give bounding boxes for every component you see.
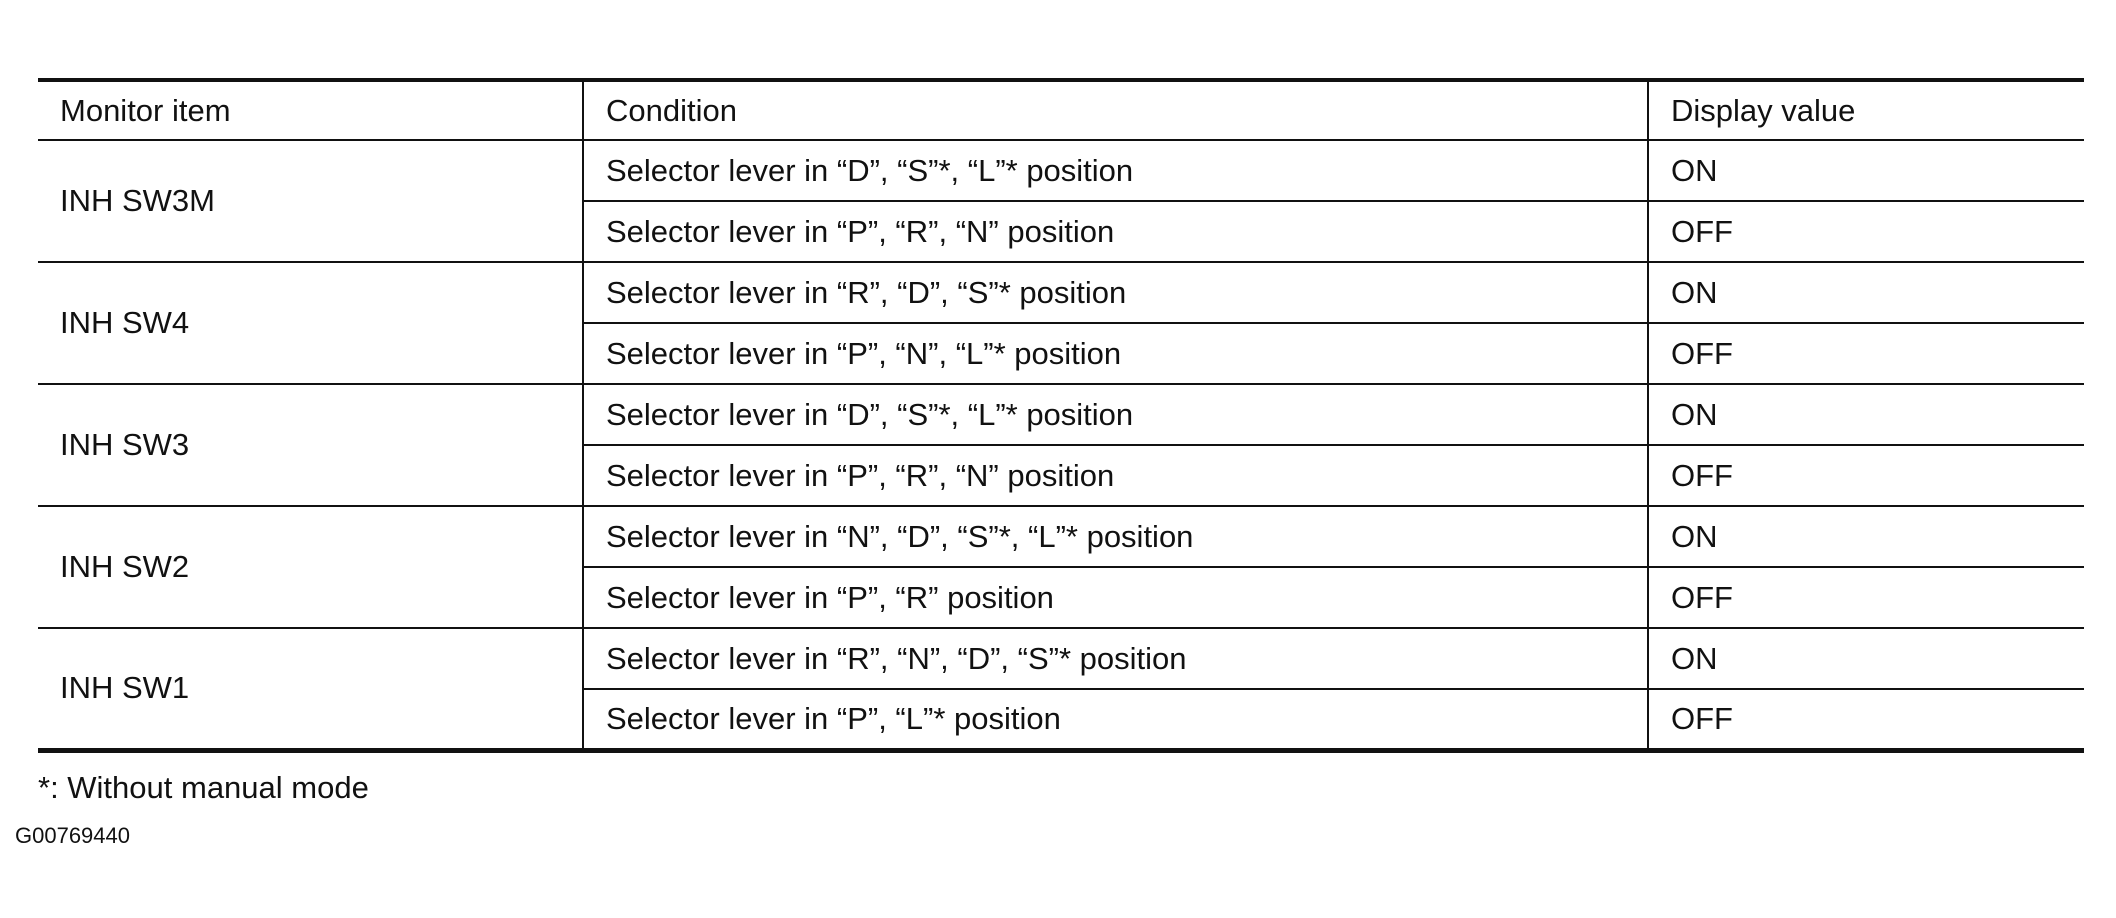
figure-id: G00769440 bbox=[15, 823, 130, 848]
display-value-cell: ON bbox=[1647, 140, 2084, 202]
display-value-cell: OFF bbox=[1647, 323, 2084, 385]
table-row: Selector lever in “P”, “R”, “N” position… bbox=[38, 201, 2084, 263]
condition-cell: Selector lever in “P”, “R”, “N” position bbox=[582, 445, 1648, 507]
monitor-item-cell: INH SW3 bbox=[38, 384, 583, 507]
display-value-cell: ON bbox=[1647, 506, 2084, 568]
table-row: INH SW3M Selector lever in “D”, “S”*, “L… bbox=[38, 140, 2084, 263]
monitor-item-cell: INH SW4 bbox=[38, 262, 583, 385]
condition-cell: Selector lever in “P”, “N”, “L”* positio… bbox=[582, 323, 1648, 385]
table-row: INH SW1 Selector lever in “R”, “N”, “D”,… bbox=[38, 628, 2084, 705]
table-row: Selector lever in “P”, “R” position OFF bbox=[38, 567, 2084, 629]
monitor-item-cell: INH SW1 bbox=[60, 670, 190, 706]
table-header-row: Monitor item Condition Display value bbox=[38, 80, 2084, 141]
table-row: INH SW4 Selector lever in “R”, “D”, “S”*… bbox=[38, 262, 2084, 385]
table-row: INH SW3 Selector lever in “D”, “S”*, “L”… bbox=[38, 384, 2084, 507]
condition-cell: Selector lever in “N”, “D”, “S”*, “L”* p… bbox=[582, 506, 1648, 568]
condition-cell: Selector lever in “P”, “R”, “N” position bbox=[582, 201, 1648, 263]
header-condition: Condition bbox=[582, 80, 1648, 141]
table-row: INH SW2 Selector lever in “N”, “D”, “S”*… bbox=[38, 506, 2084, 629]
table-row: Selector lever in “P”, “R”, “N” position… bbox=[38, 445, 2084, 507]
monitor-table: Monitor item Condition Display value INH… bbox=[38, 78, 2084, 753]
display-value-cell: OFF bbox=[1647, 567, 2084, 629]
display-value-cell: OFF bbox=[1647, 445, 2084, 507]
footnote: *: Without manual mode bbox=[38, 770, 369, 805]
header-display-value: Display value bbox=[1647, 80, 2084, 141]
monitor-table-container: Monitor item Condition Display value INH… bbox=[38, 78, 2084, 753]
monitor-item-cell: INH SW3M bbox=[38, 140, 583, 263]
display-value-cell: OFF bbox=[1647, 201, 2084, 263]
condition-cell: Selector lever in “P”, “R” position bbox=[582, 567, 1648, 629]
condition-cell: Selector lever in “D”, “S”*, “L”* positi… bbox=[582, 140, 1648, 202]
table-row: Selector lever in “P”, “L”* position OFF bbox=[38, 689, 2084, 750]
display-value-cell: OFF bbox=[1647, 689, 2084, 750]
table-row: Selector lever in “P”, “N”, “L”* positio… bbox=[38, 323, 2084, 385]
display-value-cell: ON bbox=[1647, 384, 2084, 446]
display-value-cell: ON bbox=[1647, 628, 2084, 690]
display-value-cell: ON bbox=[1647, 262, 2084, 324]
monitor-item-cell: INH SW2 bbox=[38, 506, 583, 629]
condition-cell: Selector lever in “D”, “S”*, “L”* positi… bbox=[582, 384, 1648, 446]
condition-cell: Selector lever in “R”, “D”, “S”* positio… bbox=[582, 262, 1648, 324]
condition-cell: Selector lever in “P”, “L”* position bbox=[582, 689, 1648, 750]
condition-cell: Selector lever in “R”, “N”, “D”, “S”* po… bbox=[582, 628, 1648, 690]
header-monitor-item: Monitor item bbox=[38, 80, 583, 141]
